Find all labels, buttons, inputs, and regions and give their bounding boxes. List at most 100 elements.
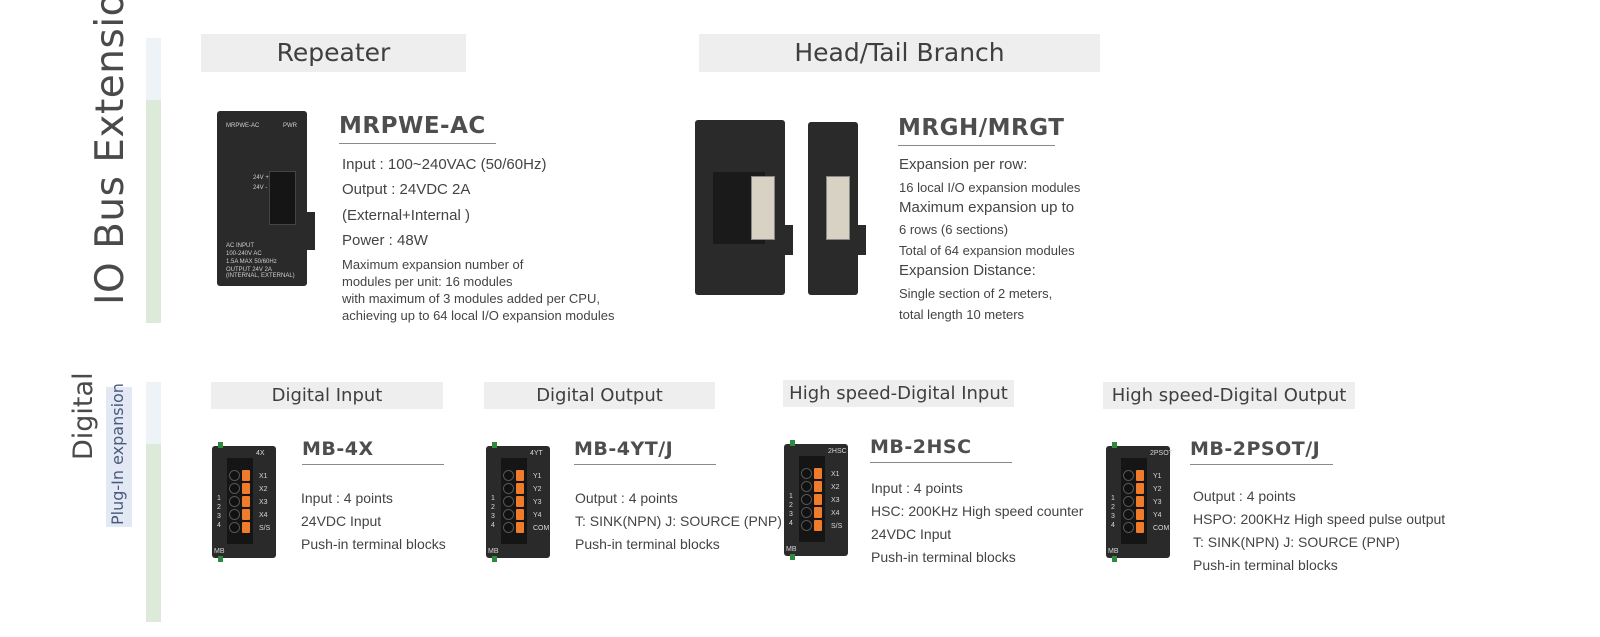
terminal-hole [801,507,812,518]
terminal-hole [503,522,514,533]
terminal-lever [516,496,524,507]
pin-label: COM [1153,525,1170,532]
brand-label: MB [786,546,797,553]
repeater-device-image: MRPWE-AC PWR 24V + 24V - AC INPUT 100-24… [217,111,307,286]
repeater-note: with maximum of 3 modules added per CPU, [342,291,600,306]
terminal-lever [242,483,250,494]
pin-label: Y4 [1153,512,1162,519]
terminal-hole [1123,496,1134,507]
module-spec: 24VDC Input [871,526,952,542]
module-spec: 24VDC Input [301,513,382,529]
brand-label: MB [214,548,225,555]
device-label: OUTPUT 24V 2A [226,267,272,273]
module-header: Digital Output [484,382,715,409]
terminal-lever [242,509,250,520]
repeater-note: modules per unit: 16 modules [342,274,513,289]
pin-label: Y2 [533,486,542,493]
terminal-lever [242,522,250,533]
tail-branch-device-image [808,122,858,295]
pin-label: X1 [831,471,840,478]
terminal-hole [1123,470,1134,481]
terminal-number: 3 [491,513,495,520]
module-model: MB-4YT/J [574,438,716,465]
digital-side-bar-top [146,382,161,444]
tail-branch-clip [856,225,866,255]
terminal-hole [503,496,514,507]
pin-label: Y2 [1153,486,1162,493]
module-spec: Output : 4 points [575,490,678,506]
module-tag: 2HSC [828,448,847,455]
module-tag: 2PSOT [1150,450,1173,457]
branch-spec: Single section of 2 meters, [899,286,1053,301]
green-tab [790,554,795,560]
terminal-number: 1 [789,493,793,500]
device-label: 24V + [253,175,269,181]
green-tab [1112,556,1117,562]
terminal-hole [801,481,812,492]
device-label: (INTERNAL, EXTERNAL) [226,273,295,279]
terminal-lever [814,494,822,505]
brand-label: MB [488,548,499,555]
terminal-lever [242,470,250,481]
pin-label: S/S [259,525,271,532]
terminal-hole [229,483,240,494]
terminal-number: 4 [789,520,793,527]
green-tab [790,440,795,446]
terminal-lever [814,520,822,531]
pin-label: X2 [831,484,840,491]
head-branch-device-image [695,120,785,295]
pin-label: Y1 [1153,473,1162,480]
module-spec: Output : 4 points [1193,488,1296,504]
terminal-lever [516,509,524,520]
pin-label: S/S [831,523,843,530]
repeater-side-clip [305,212,315,250]
device-label: 24V - [253,185,268,191]
branch-spec: Expansion Distance: [899,262,1036,279]
module-spec: Input : 4 points [301,490,393,506]
terminal-number: 4 [491,522,495,529]
repeater-note: achieving up to 64 local I/O expansion m… [342,308,615,323]
branch-spec: 16 local I/O expansion modules [899,180,1081,195]
terminal-number: 4 [217,522,221,529]
device-label: 1.5A MAX 50/60Hz [226,259,277,265]
terminal-lever [1136,496,1144,507]
pin-label: COM [533,525,550,532]
bus-side-bar-bottom [146,100,161,323]
terminal-lever [516,470,524,481]
module-model: MB-2PSOT/J [1190,438,1333,465]
repeater-model: MRPWE-AC [339,113,496,144]
branch-spec: Expansion per row: [899,156,1028,173]
device-connector [751,176,775,240]
repeater-header: Repeater [201,34,466,72]
module-model: MB-2HSC [870,436,1012,463]
terminal-lever [814,507,822,518]
terminal-number: 1 [217,495,221,502]
terminal-number: 2 [217,504,221,511]
terminal-lever [814,481,822,492]
terminal-hole [1123,483,1134,494]
branch-header: Head/Tail Branch [699,34,1100,72]
repeater-spec: Output : 24VDC 2A [342,181,471,198]
module-spec: T: SINK(NPN) J: SOURCE (PNP) [1193,534,1400,550]
pin-label: Y4 [533,512,542,519]
green-tab [1112,442,1117,448]
digital-side-bar-bottom [146,444,161,622]
repeater-spec: Input : 100~240VAC (50/60Hz) [342,156,547,173]
terminal-lever [1136,483,1144,494]
terminal-hole [503,483,514,494]
module-header: High speed-Digital Output [1103,382,1355,409]
terminal-hole [503,509,514,520]
terminal-number: 2 [491,504,495,511]
terminal-number: 2 [789,502,793,509]
pin-label: X1 [259,473,268,480]
pin-label: X3 [259,499,268,506]
module-spec: T: SINK(NPN) J: SOURCE (PNP) [575,513,782,529]
bus-side-bar-top [146,38,161,100]
pin-label: X4 [831,510,840,517]
terminal-number: 3 [1111,513,1115,520]
module-header: Digital Input [211,382,443,409]
repeater-spec: (External+Internal ) [342,207,470,224]
terminal-number: 3 [789,511,793,518]
pin-label: Y3 [533,499,542,506]
pin-label: X2 [259,486,268,493]
